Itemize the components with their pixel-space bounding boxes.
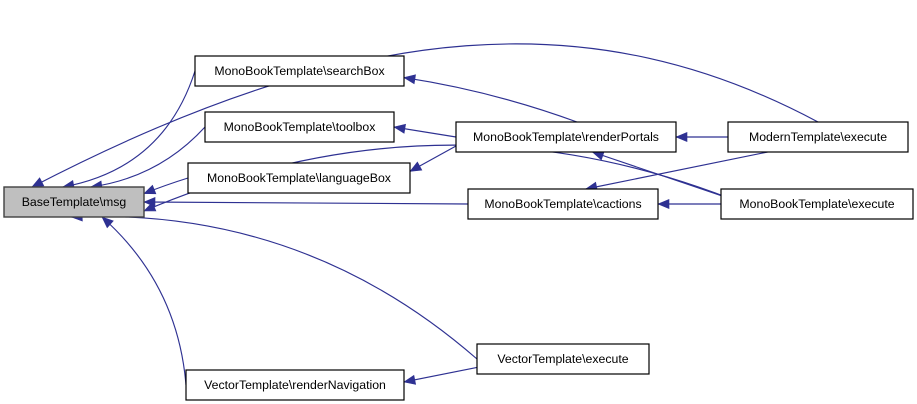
node-box-monobook-toolbox[interactable] (204, 111, 395, 143)
node-monobook-searchbox[interactable]: MonoBookTemplate\searchBox (194, 55, 405, 87)
node-box-monobook-execute[interactable] (720, 188, 914, 220)
edge-monobook-cactions-to-basetemplate-msg (143, 197, 469, 208)
node-monobook-cactions[interactable]: MonoBookTemplate\cactions (467, 188, 659, 220)
node-vector-execute[interactable]: VectorTemplate\execute (476, 343, 650, 375)
edge-vector-execute-to-basetemplate-msg (70, 211, 478, 360)
edge-vector-rendernavigation-to-basetemplate-msg (101, 216, 187, 386)
node-box-monobook-languagebox[interactable] (187, 162, 411, 194)
edge-monobook-execute-to-monobook-cactions (657, 198, 721, 210)
edge-monobook-languagebox-to-basetemplate-msg (143, 177, 189, 195)
node-monobook-toolbox[interactable]: MonoBookTemplate\toolbox (204, 111, 395, 143)
edge-monobook-searchbox-to-basetemplate-msg (62, 70, 196, 190)
node-box-monobook-cactions[interactable] (467, 188, 659, 220)
edge-monobook-renderportals-to-monobook-languagebox (409, 145, 457, 172)
edge-layer (31, 43, 819, 386)
edge-modern-execute-to-monobook-cactions (585, 151, 768, 192)
edge-monobook-execute-to-monobook-renderportals (591, 150, 722, 197)
node-vector-rendernavigation[interactable]: VectorTemplate\renderNavigation (185, 369, 405, 401)
node-box-basetemplate-msg[interactable] (3, 186, 145, 218)
node-layer: BaseTemplate\msg MonoBookTemplate\searchB… (3, 55, 914, 401)
node-box-monobook-renderportals[interactable] (455, 121, 677, 153)
edge-monobook-renderportals-to-monobook-searchbox (403, 74, 578, 123)
node-basetemplate-msg[interactable]: BaseTemplate\msg (3, 186, 145, 218)
node-box-vector-execute[interactable] (476, 343, 650, 375)
node-box-vector-rendernavigation[interactable] (185, 369, 405, 401)
node-monobook-languagebox[interactable]: MonoBookTemplate\languageBox (187, 162, 411, 194)
node-box-monobook-searchbox[interactable] (194, 55, 405, 87)
node-monobook-renderportals[interactable]: MonoBookTemplate\renderPortals (455, 121, 677, 153)
node-monobook-execute[interactable]: MonoBookTemplate\execute (720, 188, 914, 220)
edge-monobook-renderportals-to-monobook-toolbox (393, 123, 457, 138)
node-modern-execute[interactable]: ModernTemplate\execute (727, 121, 909, 153)
edge-vector-execute-to-vector-rendernavigation (403, 366, 478, 385)
node-box-modern-execute[interactable] (727, 121, 909, 153)
edge-modern-execute-to-monobook-renderportals (675, 131, 728, 143)
